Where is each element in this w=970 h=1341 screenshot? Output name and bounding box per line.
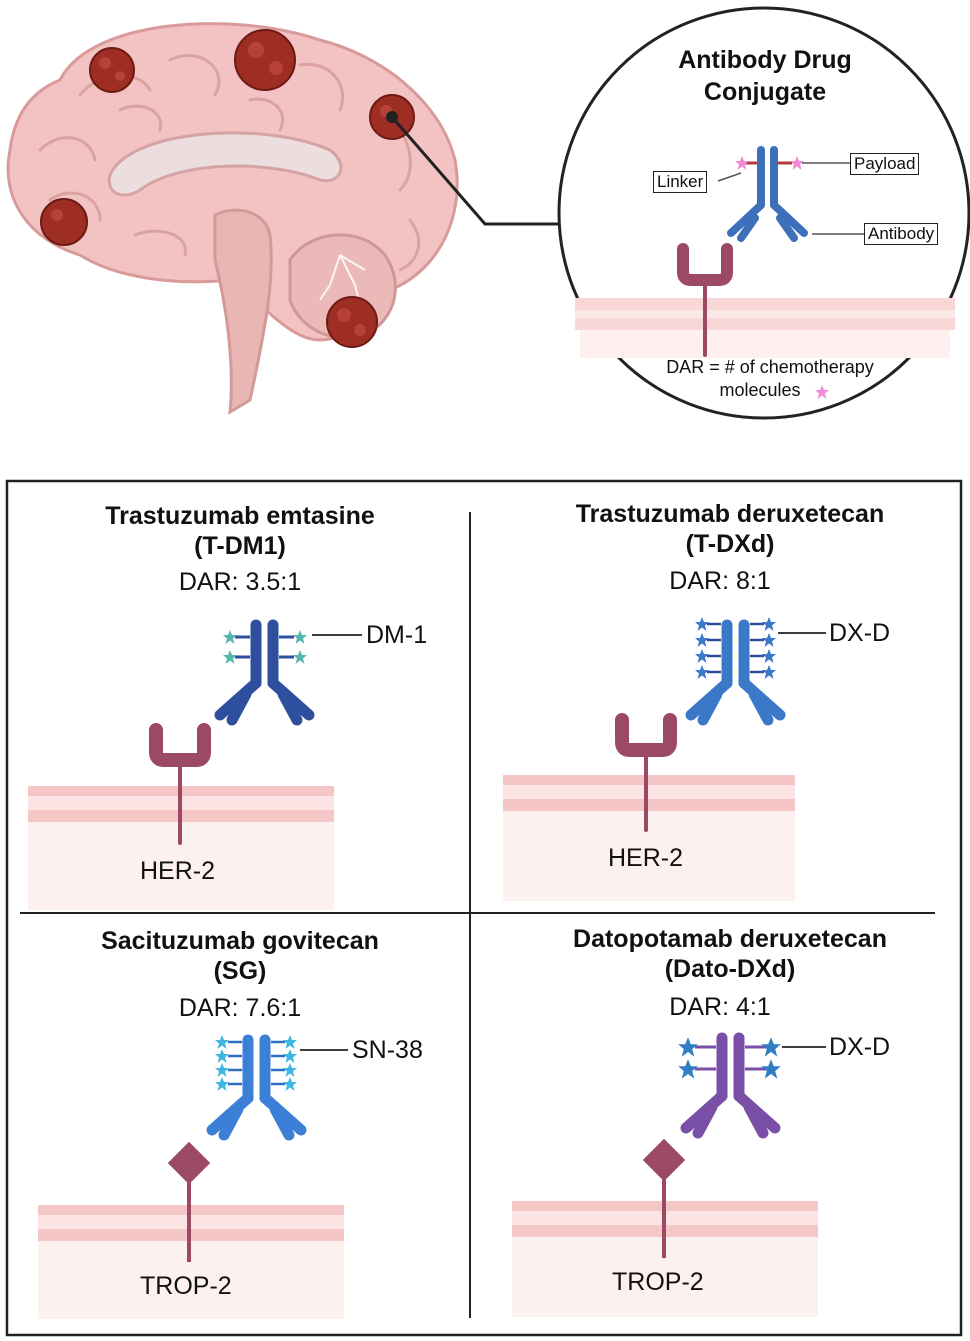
antibody-panel-2 xyxy=(685,619,786,726)
payloads-panel-1 xyxy=(223,630,307,664)
adc-grid xyxy=(5,479,963,1337)
panel-1-dar: DAR: 3.5:1 xyxy=(178,568,302,596)
dar-definition-line2: molecules xyxy=(719,380,801,400)
panel-4-name-line1: Datopotamab deruxetecan xyxy=(573,925,887,953)
panel-4-receptor-label: TROP-2 xyxy=(612,1268,704,1296)
panel-2-name-line2: (T-DXd) xyxy=(685,530,775,558)
panel-3-payload-label: SN-38 xyxy=(352,1036,423,1064)
payload-leaders xyxy=(300,632,826,1051)
inset-title: Antibody Drug Conjugate xyxy=(640,44,890,108)
receptor-trop2-panel-3 xyxy=(167,1141,211,1262)
inset-label-leaders xyxy=(717,162,864,235)
panel-1-name-line2: (T-DM1) xyxy=(194,532,286,560)
inset-payloads xyxy=(735,156,829,399)
antibody-panel-3 xyxy=(206,1034,307,1141)
inset-membrane xyxy=(575,298,955,358)
panel-3-name-line2: (SG) xyxy=(213,957,267,985)
brainstem xyxy=(213,208,273,415)
antibody-label: Antibody xyxy=(864,223,939,245)
tumor-5 xyxy=(326,296,378,348)
panel-4-payload-label: DX-D xyxy=(829,1033,891,1061)
corpus-callosum xyxy=(107,131,343,197)
panel-2-name-line1: Trastuzumab deruxetecan xyxy=(575,500,885,528)
payloads-panel-3 xyxy=(215,1035,297,1091)
panel-3-receptor-label: TROP-2 xyxy=(140,1272,232,1300)
panel-1-name-line1: Trastuzumab emtasine xyxy=(105,502,375,530)
antibody-panel-4 xyxy=(680,1032,781,1139)
inset-antibody xyxy=(727,146,808,242)
receptor-her2-panel-2 xyxy=(615,713,677,832)
tumor-4 xyxy=(40,198,88,246)
tumor-1 xyxy=(89,47,135,93)
antibody-panel-1 xyxy=(214,619,315,726)
receptor-her2-panel-1 xyxy=(149,723,211,845)
receptor-trop2-panel-4 xyxy=(642,1138,686,1258)
panel-2-payload-label: DX-D xyxy=(829,619,891,647)
brain-illustration xyxy=(6,22,575,415)
panel-1-receptor-label: HER-2 xyxy=(140,857,216,885)
pointer-line xyxy=(390,116,575,226)
tumor-2 xyxy=(234,29,296,91)
panel-2-receptor-label: HER-2 xyxy=(608,844,684,872)
membrane-panel-3 xyxy=(38,1205,344,1319)
panel-4-drug-name: Datopotamab deruxetecan (Dato-DXd) xyxy=(510,924,950,984)
panel-1-drug-name: Trastuzumab emtasine (T-DM1) xyxy=(40,501,440,561)
grid-frame xyxy=(5,479,963,1337)
payloads-panel-4 xyxy=(678,1037,781,1079)
panel-2-drug-name: Trastuzumab deruxetecan (T-DXd) xyxy=(510,499,950,559)
payloads-panel-2 xyxy=(695,617,776,679)
panel-4-dar: DAR: 4:1 xyxy=(669,993,771,1021)
panel-4-name-line2: (Dato-DXd) xyxy=(664,955,796,983)
linker-label: Linker xyxy=(653,171,708,193)
inset-title-line1: Antibody Drug xyxy=(678,46,852,74)
panel-1-payload-label: DM-1 xyxy=(366,621,428,649)
payload-label: Payload xyxy=(850,153,920,175)
adc-inset xyxy=(557,6,970,420)
inset-title-line2: Conjugate xyxy=(703,78,827,106)
membrane-panel-2 xyxy=(503,775,795,901)
panel-3-drug-name: Sacituzumab govitecan (SG) xyxy=(40,926,440,986)
panel-3-dar: DAR: 7.6:1 xyxy=(178,994,302,1022)
inset-receptor xyxy=(677,243,733,357)
panel-3-name-line1: Sacituzumab govitecan xyxy=(101,927,379,955)
dar-definition-line1: DAR = # of chemotherapy xyxy=(666,357,874,377)
panel-2-dar: DAR: 8:1 xyxy=(669,567,771,595)
